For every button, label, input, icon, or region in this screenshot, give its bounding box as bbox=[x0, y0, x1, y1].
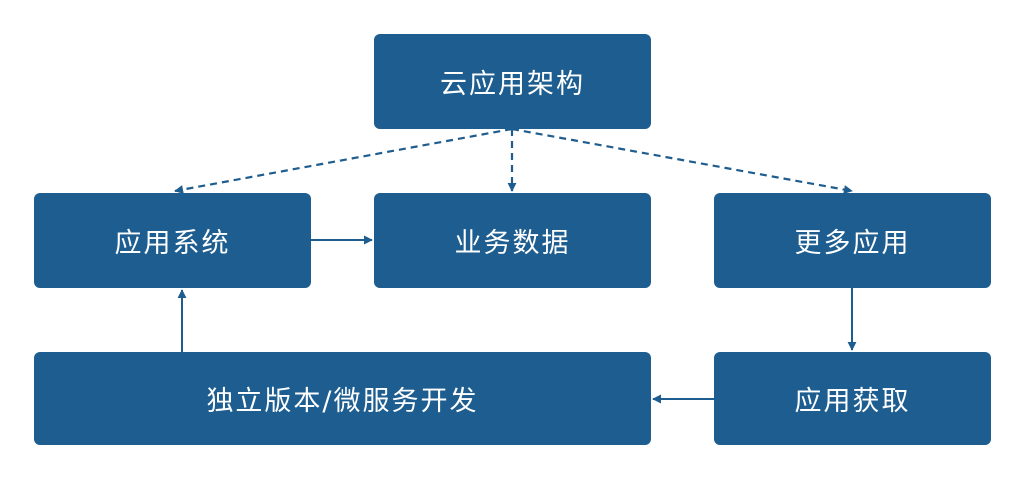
node-app-system-label: 应用系统 bbox=[114, 228, 231, 259]
node-app-acquire-label: 应用获取 bbox=[794, 386, 911, 417]
edge-root-to-app-system bbox=[174, 127, 513, 194]
node-more-apps: 更多应用 bbox=[714, 193, 991, 288]
node-more-apps-label: 更多应用 bbox=[794, 228, 911, 259]
node-cloud-architecture-label: 云应用架构 bbox=[440, 69, 585, 100]
node-independent-dev-label: 独立版本/微服务开发 bbox=[206, 386, 479, 417]
node-app-system: 应用系统 bbox=[34, 193, 311, 288]
node-independent-dev: 独立版本/微服务开发 bbox=[34, 352, 651, 445]
node-app-acquire: 应用获取 bbox=[714, 352, 991, 445]
node-cloud-architecture: 云应用架构 bbox=[374, 34, 651, 129]
node-business-data: 业务数据 bbox=[374, 193, 651, 288]
edge-root-to-more-apps bbox=[511, 127, 853, 194]
node-business-data-label: 业务数据 bbox=[454, 228, 571, 259]
